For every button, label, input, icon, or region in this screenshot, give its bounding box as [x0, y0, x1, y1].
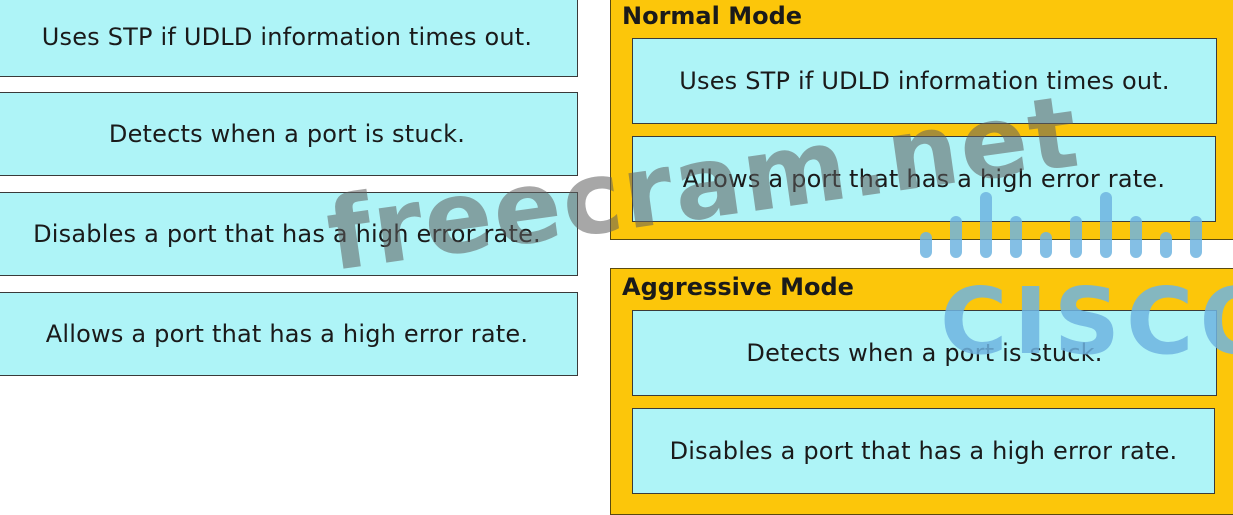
source-item-label: Disables a port that has a high error ra… [33, 220, 541, 248]
aggressive-mode-item-detects-stuck[interactable]: Detects when a port is stuck. [632, 310, 1217, 396]
source-item-disables-port[interactable]: Disables a port that has a high error ra… [0, 192, 578, 276]
source-item-allows-port[interactable]: Allows a port that has a high error rate… [0, 292, 578, 376]
target-item-label: Allows a port that has a high error rate… [682, 165, 1166, 193]
target-item-label: Uses STP if UDLD information times out. [679, 67, 1170, 95]
source-item-label: Detects when a port is stuck. [108, 120, 466, 148]
source-item-label: Uses STP if UDLD information times out. [41, 22, 533, 51]
source-item-label: Allows a port that has a high error rate… [45, 320, 529, 348]
aggressive-mode-title: Aggressive Mode [622, 273, 854, 301]
source-item-detects-stuck[interactable]: Detects when a port is stuck. [0, 92, 578, 176]
aggressive-mode-item-disables-port[interactable]: Disables a port that has a high error ra… [632, 408, 1215, 494]
normal-mode-title: Normal Mode [622, 2, 803, 30]
normal-mode-item-allows-port[interactable]: Allows a port that has a high error rate… [632, 136, 1216, 222]
source-item-uses-stp[interactable]: Uses STP if UDLD information times out. [0, 0, 578, 77]
target-item-label: Detects when a port is stuck. [746, 339, 1103, 367]
normal-mode-item-uses-stp[interactable]: Uses STP if UDLD information times out. [632, 38, 1217, 124]
target-item-label: Disables a port that has a high error ra… [669, 437, 1178, 465]
